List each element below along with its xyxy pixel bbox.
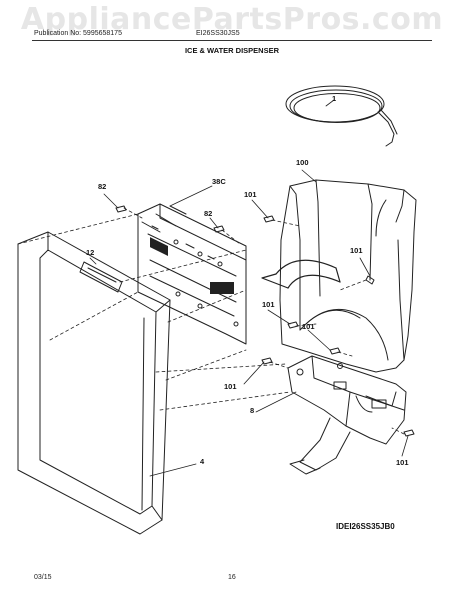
callout-101-left: 101 [224, 382, 237, 391]
diagram-reference-code: IDEI26SS35JB0 [336, 522, 395, 531]
screw-101-lower [329, 347, 341, 355]
watermark-text: AppliancePartsPros.com [20, 2, 444, 37]
callout-82-left: 82 [98, 182, 107, 191]
callout-8: 8 [250, 406, 255, 415]
install-direction-arrow [261, 259, 341, 289]
control-board [137, 203, 247, 345]
callout-82-center: 82 [204, 209, 213, 218]
assembly-guide-lines [17, 207, 405, 435]
section-title: ICE & WATER DISPENSER [184, 46, 280, 55]
footer-page-number: 16 [228, 574, 236, 581]
callout-101-bottom: 101 [396, 458, 409, 467]
dispenser-housing [279, 179, 417, 373]
callout-101-top: 101 [244, 190, 257, 199]
screw-101-mid [287, 321, 299, 329]
callout-100: 100 [296, 158, 309, 167]
screw-101-top [263, 215, 275, 223]
front-panel-frame [17, 231, 171, 535]
callout-101-lower: 101 [302, 322, 315, 331]
screw-101-bottom [403, 429, 415, 437]
dispenser-paddle-assembly [287, 355, 407, 475]
model-number: EI26SS30JS5 [196, 30, 240, 37]
water-tube-coil [285, 85, 398, 147]
callout-leader-lines [89, 99, 409, 477]
screw-82-left [115, 205, 127, 213]
callout-101-mid: 101 [262, 300, 275, 309]
publication-number: Publication No: 5995658175 [34, 30, 122, 37]
callout-38c: 38C [212, 177, 226, 186]
screw-101-right [365, 275, 375, 285]
callout-4: 4 [200, 457, 205, 466]
callout-101-right: 101 [350, 246, 363, 255]
screw-82-center [213, 225, 225, 233]
header-divider [32, 40, 432, 41]
footer-date: 03/15 [34, 574, 52, 581]
callout-12: 12 [86, 248, 95, 257]
callout-1: 1 [332, 94, 337, 103]
